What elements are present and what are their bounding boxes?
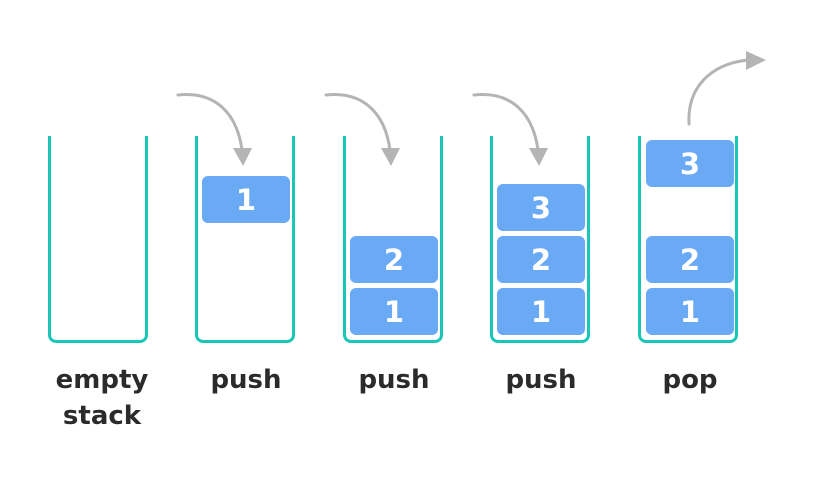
stack-container-empty	[48, 136, 148, 343]
caption-line: push	[505, 365, 577, 395]
caption-push-3: push	[476, 362, 606, 398]
stack-container-pop: 2 1	[638, 136, 738, 343]
stack-block: 2	[646, 236, 734, 283]
caption-empty-stack: empty stack	[37, 362, 167, 434]
caption-push-1: push	[181, 362, 311, 398]
caption-line: empty	[55, 365, 149, 395]
stack-block: 3	[497, 184, 585, 231]
pop-arrow-icon	[687, 51, 766, 126]
stack-block: 2	[350, 236, 438, 283]
stack-block: 2	[497, 236, 585, 283]
popped-block: 3	[646, 140, 734, 187]
push-arrow-icon	[472, 93, 548, 166]
stack-block: 1	[646, 288, 734, 335]
push-arrow-icon	[176, 93, 252, 166]
caption-line: stack	[62, 401, 142, 431]
caption-push-2: push	[329, 362, 459, 398]
stack-container-push-1: 1	[195, 136, 295, 343]
push-arrow-icon	[324, 93, 400, 166]
stack-block: 1	[202, 176, 290, 223]
stack-container-push-2: 2 1	[343, 136, 443, 343]
stack-container-push-3: 3 2 1	[490, 136, 590, 343]
caption-pop: pop	[625, 362, 755, 398]
caption-line: push	[358, 365, 430, 395]
caption-line: pop	[662, 365, 718, 395]
stack-block: 1	[350, 288, 438, 335]
caption-line: push	[210, 365, 282, 395]
stack-block: 1	[497, 288, 585, 335]
